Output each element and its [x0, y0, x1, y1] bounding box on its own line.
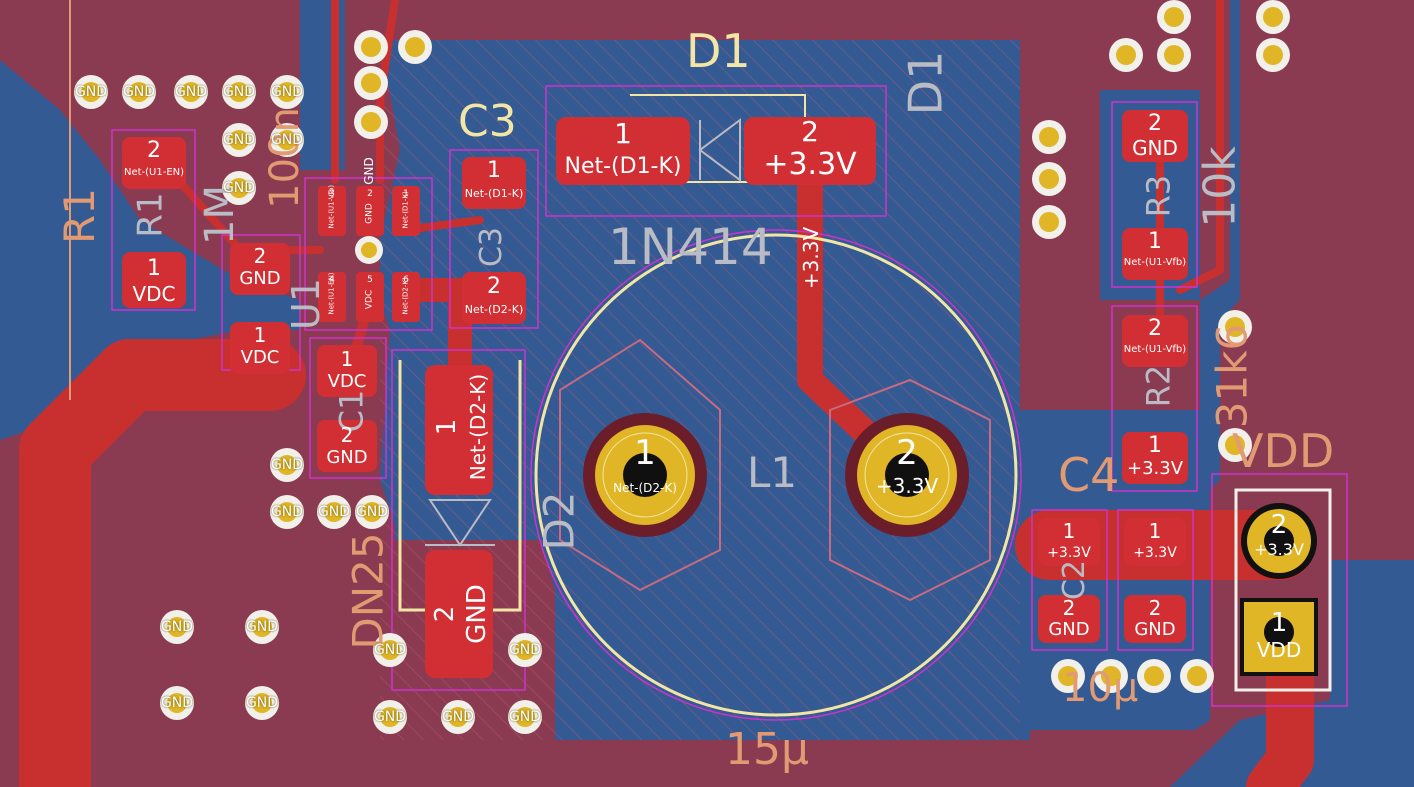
via: [1256, 0, 1290, 34]
via: [354, 30, 388, 64]
via-gnd: GND: [174, 75, 208, 109]
value-d1: 1N414: [608, 218, 773, 276]
designator-c2: C2: [1057, 559, 1093, 601]
via: [1032, 120, 1066, 154]
designator-d1: D1: [686, 24, 751, 78]
designator-c3-fab: C3: [474, 226, 510, 268]
designator-r2: R2: [1139, 364, 1178, 408]
designator-vdd: VDD: [1232, 424, 1335, 478]
designator-d2: D2: [534, 491, 584, 551]
value-l1: 15μ: [725, 724, 809, 775]
via: [1180, 659, 1214, 693]
via-gnd: GND: [317, 495, 351, 529]
via: [1137, 659, 1171, 693]
via: [354, 66, 388, 100]
smd-pads: [122, 110, 1188, 678]
via-gnd: GND: [441, 700, 475, 734]
designator-r3: R3: [1139, 174, 1178, 218]
via: [1218, 428, 1252, 462]
via-gnd: GND: [270, 75, 304, 109]
via-gnd: GND: [245, 686, 279, 720]
designator-u1: U1: [284, 278, 328, 330]
designator-c3: C3: [458, 96, 517, 147]
via: [1094, 659, 1128, 693]
via-gnd: GND: [508, 633, 542, 667]
via-gnd: GND: [74, 75, 108, 109]
via: [1256, 38, 1290, 72]
value-r3: 10k: [1194, 146, 1246, 228]
value-c3: 100n: [261, 107, 308, 209]
via-gnd: GND: [222, 75, 256, 109]
via: [1218, 310, 1252, 344]
designator-l1: L1: [747, 448, 798, 497]
via: [1157, 38, 1191, 72]
via-gnd: GND: [355, 495, 389, 529]
via-gnd: GND: [270, 448, 304, 482]
via-gnd: GND: [222, 171, 256, 205]
designator-c1: C1: [332, 389, 371, 433]
via-gnd: GND: [160, 686, 194, 720]
designator-c4: C4: [1058, 448, 1120, 502]
via-gnd: GND: [122, 75, 156, 109]
via-gnd: GND: [222, 123, 256, 157]
via: [1157, 0, 1191, 34]
value-c4: 10μ: [1062, 665, 1139, 711]
designator-d1-fab: D1: [898, 50, 953, 116]
via-gnd: GND: [160, 610, 194, 644]
via: [1032, 205, 1066, 239]
via: [1032, 162, 1066, 196]
via-gnd: GND: [270, 123, 304, 157]
via: [354, 105, 388, 139]
courtyard-outlines: [111, 85, 1348, 721]
via-gnd: GND: [373, 700, 407, 734]
via-gnd: GND: [245, 610, 279, 644]
via: [1051, 659, 1085, 693]
value-r2: 31k6: [1207, 323, 1257, 429]
via-gnd: GND: [373, 633, 407, 667]
designator-r1: R1: [54, 188, 104, 244]
via: [1109, 38, 1143, 72]
via: [398, 30, 432, 64]
net-label-track: +3.3V: [799, 226, 824, 290]
via-gnd: GND: [508, 700, 542, 734]
designator-r1-fab: R1: [130, 192, 171, 238]
value-d2: DN25: [343, 532, 393, 650]
via-gnd: GND: [270, 495, 304, 529]
tht-pads: [583, 413, 1318, 676]
